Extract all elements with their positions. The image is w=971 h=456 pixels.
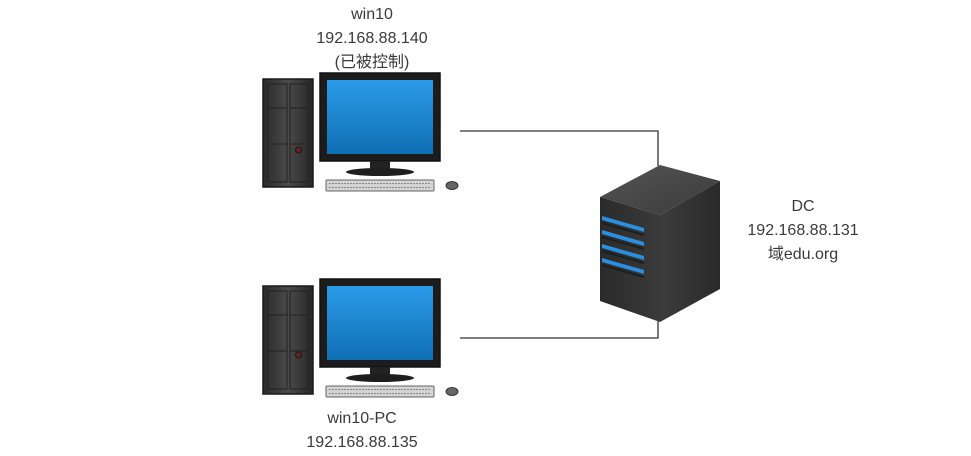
pc-tower-icon bbox=[262, 78, 314, 188]
link-win10pc-to-dc bbox=[460, 313, 659, 339]
node-label-win10: win10 192.168.88.140 (已被控制) bbox=[272, 3, 472, 75]
node-ip: 192.168.88.135 bbox=[306, 434, 418, 451]
server-drive-bay-icon bbox=[601, 216, 645, 278]
keyboard-icon bbox=[325, 179, 435, 192]
node-name: DC bbox=[791, 198, 815, 215]
node-ip: 192.168.88.131 bbox=[747, 222, 859, 239]
link-win10-to-dc bbox=[460, 130, 659, 166]
pc-tower-icon bbox=[262, 285, 314, 395]
monitor-icon bbox=[319, 278, 441, 382]
server-dc-icon bbox=[600, 165, 720, 322]
keyboard-icon bbox=[325, 385, 435, 398]
node-label-dc: DC 192.168.88.131 域edu.org bbox=[703, 195, 903, 267]
node-name: win10-PC bbox=[327, 410, 397, 427]
workstation-win10-pc-icon bbox=[262, 278, 459, 398]
workstation-win10-icon bbox=[262, 72, 459, 192]
monitor-icon bbox=[319, 72, 441, 176]
node-domain: 域edu.org bbox=[767, 246, 839, 263]
mouse-icon bbox=[445, 181, 459, 190]
node-ip: 192.168.88.140 bbox=[316, 30, 428, 47]
node-status-note: (已被控制) bbox=[334, 54, 410, 71]
mouse-icon bbox=[445, 387, 459, 396]
node-label-win10-pc: win10-PC 192.168.88.135 bbox=[262, 407, 462, 455]
node-name: win10 bbox=[351, 6, 393, 23]
